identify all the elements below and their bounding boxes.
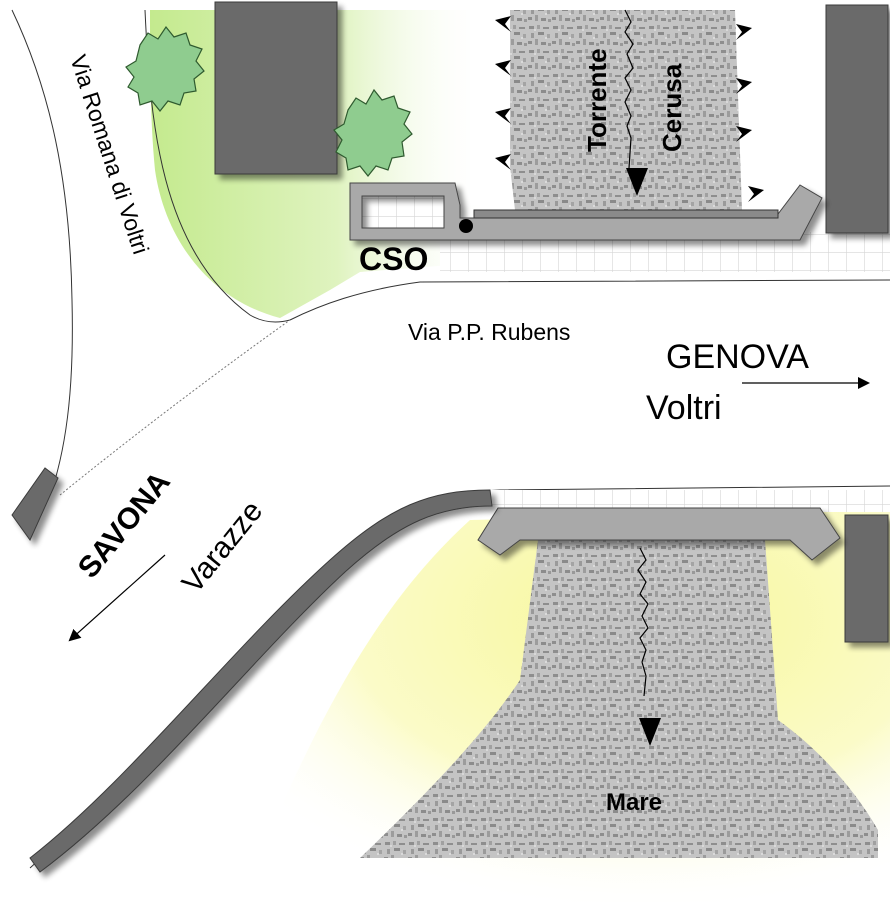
label-varazze: Varazze: [176, 495, 270, 600]
building-top-left: [214, 1, 338, 175]
via-rubens-top-edge: [289, 279, 890, 321]
cso-pipe: [473, 209, 779, 219]
building-top-right: [825, 4, 889, 234]
label-torrente: Torrente: [582, 48, 612, 152]
lower-flow-line: [637, 547, 649, 697]
label-via-rubens: Via P.P. Rubens: [408, 319, 570, 345]
lower-bridge: [477, 507, 841, 561]
upper-flow-line: [624, 9, 634, 169]
label-mare: Mare: [606, 789, 662, 816]
arrow-down-left-icon: [68, 554, 166, 642]
outfall-dot-icon: [459, 219, 473, 233]
lower-river-bed: [360, 540, 878, 858]
levee-marks-right: [736, 24, 764, 202]
label-voltri: Voltri: [646, 389, 722, 427]
left-levee: [470, 10, 510, 205]
tree-icon: [125, 25, 205, 112]
arrow-down-icon: [626, 168, 648, 196]
label-cerusa: Cerusa: [657, 63, 687, 152]
tree-icon: [333, 88, 413, 177]
label-genova: GENOVA: [666, 338, 809, 376]
lower-pavement: [490, 490, 890, 512]
left-road-stub: [11, 467, 59, 541]
label-cso: CSO: [359, 241, 428, 277]
arrow-down-icon: [639, 718, 661, 746]
levee-marks-left: [495, 16, 511, 170]
label-savona: SAVONA: [72, 466, 177, 585]
seawall: [29, 489, 493, 873]
right-levee: [735, 10, 795, 205]
building-bottom-right: [844, 514, 889, 643]
dotted-road-edge: [59, 319, 291, 496]
via-romana-left-edge: [11, 9, 73, 491]
